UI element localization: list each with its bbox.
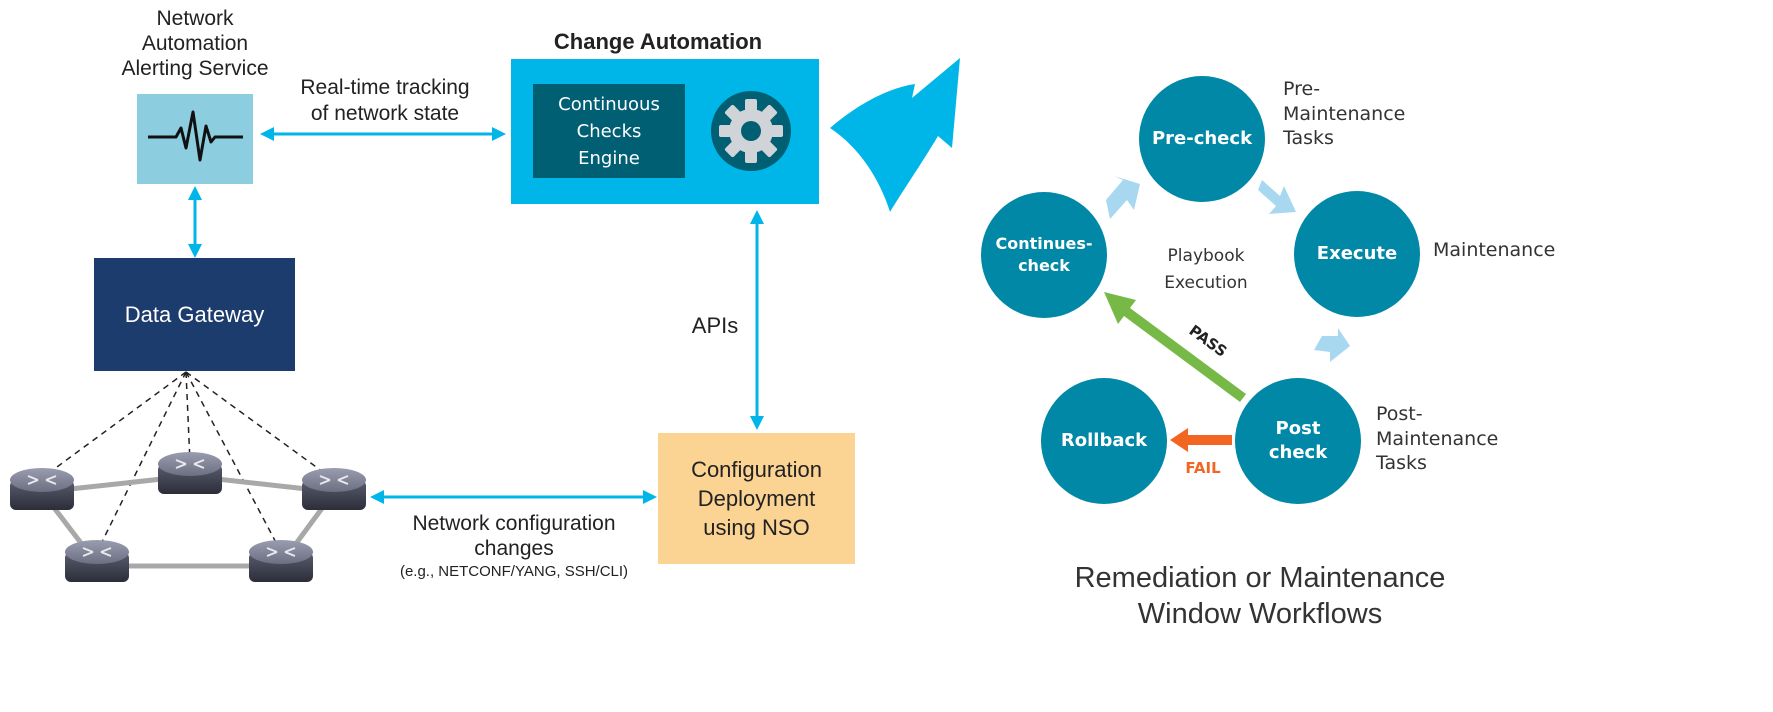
data-gateway-box — [94, 258, 295, 371]
gear-icon — [711, 91, 791, 171]
nso-box — [658, 433, 855, 564]
execute-circle[interactable] — [1294, 191, 1420, 317]
alerting-title-line: Automation — [141, 32, 249, 55]
router-icon — [301, 467, 367, 511]
playbook-execution-line: Playbook — [1167, 246, 1245, 266]
maintenance-label: Maintenance — [1433, 239, 1556, 261]
config-arrow — [370, 490, 657, 504]
pass-arrow — [1104, 292, 1246, 402]
post-tasks-line: Maintenance — [1376, 427, 1499, 450]
workflows-footer: Remediation or Maintenance Window Workfl… — [1010, 560, 1510, 632]
engine-label-line: Checks — [576, 120, 642, 142]
tracking-arrow — [260, 127, 506, 141]
pre-maintenance-tasks-label: Pre- Maintenance Tasks — [1283, 77, 1423, 151]
tracking-label-line: Real-time tracking — [300, 76, 470, 99]
pre-check-circle[interactable] — [1139, 76, 1265, 202]
tracking-label: Real-time tracking of network state — [275, 75, 495, 127]
router-icon — [248, 539, 314, 583]
continues-check-circle[interactable] — [981, 192, 1107, 318]
fail-arrow — [1170, 428, 1232, 452]
execute-label: Execute — [1316, 242, 1398, 264]
post-check-label-line: Post — [1275, 417, 1321, 439]
config-changes-line: Network configuration — [412, 512, 616, 535]
engine-label-line: Continuous — [558, 93, 660, 115]
post-check-circle[interactable] — [1235, 378, 1361, 504]
change-automation-title: Change Automation — [553, 29, 763, 54]
post-check-label-line: check — [1268, 442, 1328, 463]
alerting-service — [137, 94, 253, 184]
engine-label: Continuous Checks Engine — [533, 84, 685, 178]
flow-arrow-icon — [1106, 176, 1140, 219]
flow-arrow-icon — [1314, 328, 1350, 362]
alerting-service-title: Network Automation Alerting Service — [110, 6, 280, 81]
pre-tasks-line: Pre- — [1283, 78, 1321, 100]
tracking-label-line: of network state — [310, 102, 460, 125]
apis-arrow — [750, 210, 764, 430]
router-icon — [157, 451, 223, 495]
rollback-label: Rollback — [1060, 429, 1148, 451]
config-changes-label: Network configuration changes (e.g., NET… — [362, 511, 666, 583]
router-icon — [9, 467, 75, 511]
config-changes-line: changes — [474, 537, 554, 560]
config-changes-line: (e.g., NETCONF/YANG, SSH/CLI) — [399, 563, 629, 580]
continues-check-label-line: Continues- — [995, 234, 1093, 254]
pre-tasks-line: Tasks — [1283, 127, 1334, 150]
apis-label: APIs — [691, 313, 739, 338]
continues-check-label-line: check — [1018, 256, 1070, 275]
playbook-execution-line: Execution — [1164, 273, 1248, 293]
nso-label-line: using NSO — [703, 515, 810, 540]
router-icon — [64, 539, 130, 583]
swoosh-arrow — [830, 58, 960, 212]
nso-label: Configuration Deployment using NSO — [658, 433, 855, 564]
post-check-label: Post check — [1235, 378, 1361, 504]
nso-label-line: Deployment — [697, 486, 816, 511]
alerting-title-line: Network — [156, 7, 234, 30]
data-gateway-label: Data Gateway — [124, 301, 265, 327]
fail-label: FAIL — [1185, 459, 1221, 477]
gateway-links — [41, 371, 335, 553]
alerting-service-box — [137, 94, 253, 184]
rollback-circle[interactable] — [1041, 378, 1167, 504]
post-maintenance-tasks-label: Post- Maintenance Tasks — [1376, 402, 1516, 476]
post-tasks-line: Post- — [1376, 403, 1423, 425]
engine-label-line: Engine — [578, 147, 640, 169]
workflows-footer-line: Remediation or Maintenance — [1074, 562, 1446, 594]
nso-label-line: Configuration — [691, 457, 822, 482]
alerting-title-line: Alerting Service — [121, 57, 269, 80]
pre-check-label: Pre-check — [1151, 127, 1253, 149]
alerting-gateway-arrow — [188, 186, 202, 258]
workflows-footer-line: Window Workflows — [1137, 598, 1383, 630]
continuous-checks-engine-box — [533, 84, 685, 178]
continues-check-label: Continues- check — [981, 192, 1107, 318]
post-tasks-line: Tasks — [1376, 452, 1427, 475]
heartbeat-waveform-icon — [148, 110, 243, 162]
flow-arrow-icon — [1258, 180, 1296, 214]
playbook-execution-label: Playbook Execution — [1146, 243, 1266, 297]
pre-tasks-line: Maintenance — [1283, 102, 1406, 125]
